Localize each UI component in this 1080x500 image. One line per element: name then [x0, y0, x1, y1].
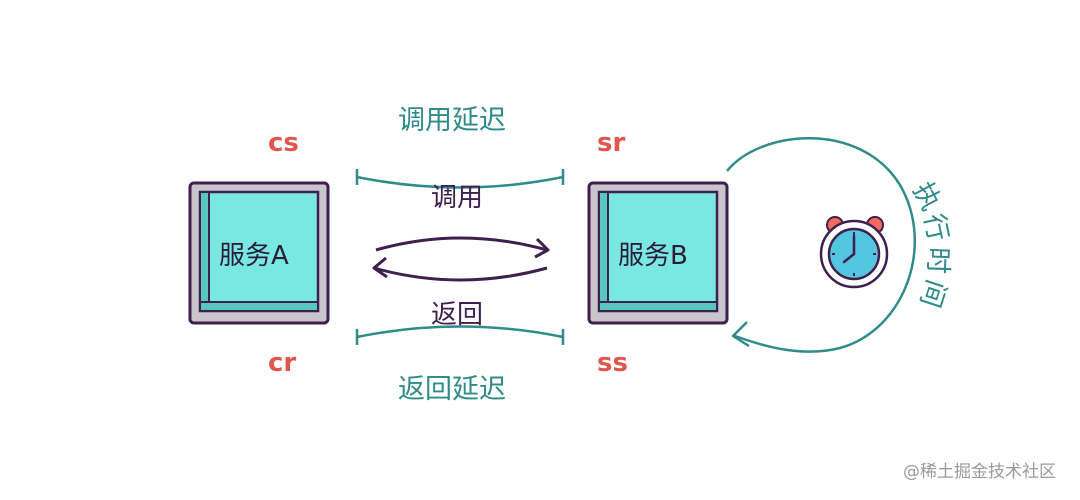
return-label: 返回 [431, 300, 484, 330]
sr-label: sr [597, 128, 626, 158]
call-label: 调用 [431, 183, 484, 213]
return-latency-label: 返回延迟 [398, 374, 506, 405]
watermark: @稀土掘金技术社区 [903, 462, 1056, 482]
service-b-label: 服务B [618, 241, 688, 271]
return-latency-bracket [355, 325, 565, 345]
service-a-label: 服务A [219, 241, 289, 271]
call-latency-label: 调用延迟 [398, 105, 506, 136]
service-a-box [188, 181, 330, 325]
clock-icon [819, 216, 889, 289]
cs-label: cs [268, 128, 299, 158]
cr-label: cr [268, 348, 297, 378]
call-arrow [375, 236, 550, 259]
service-b-box [587, 181, 729, 325]
ss-label: ss [597, 348, 628, 378]
exec-time-char-3: 时 [921, 246, 954, 275]
call-latency-bracket [355, 169, 565, 189]
execution-time-arc [726, 137, 916, 353]
exec-time-char-2: 行 [917, 211, 954, 244]
return-arrow [372, 256, 548, 282]
